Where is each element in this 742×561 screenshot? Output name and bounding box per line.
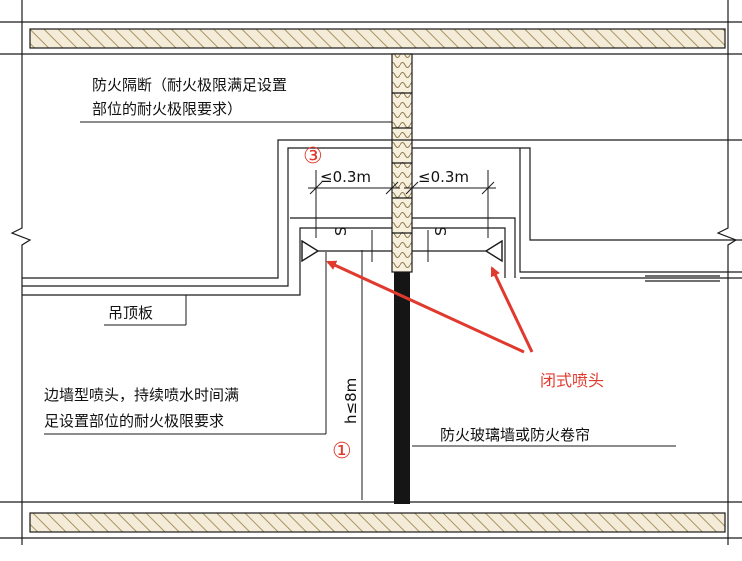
bottom-floor-slab <box>0 501 742 545</box>
dim-right-label: ≤0.3m <box>418 168 469 186</box>
fire-partition <box>391 53 413 273</box>
ceiling-box <box>22 139 742 296</box>
top-floor-slab <box>0 0 742 55</box>
sprinkler-label-1: 边墙型喷头，持续喷水时间满 <box>44 386 239 404</box>
s-right-label: S <box>432 226 450 236</box>
glass-wall-label: 防火玻璃墙或防火卷帘 <box>440 426 590 444</box>
sprinkler-head-right <box>412 239 503 263</box>
height-label: h≤8m <box>342 378 360 424</box>
sprinkler-label-2: 足设置部位的耐火极限要求 <box>44 412 224 430</box>
leader-lines <box>44 121 676 447</box>
sprinkler-head-left <box>301 239 392 263</box>
dim-left-label: ≤0.3m <box>320 168 371 186</box>
side-walls <box>10 54 738 502</box>
closed-head-label: 闭式喷头 <box>540 371 604 390</box>
dimension-lines <box>308 170 496 500</box>
fire-partition-label-2: 部位的耐火极限要求） <box>92 100 242 118</box>
ceiling-board-label: 吊顶板 <box>108 304 153 322</box>
marker-3: ③ <box>303 144 323 169</box>
marker-1: ① <box>332 439 352 464</box>
s-left-label: S <box>332 226 350 236</box>
fire-glass-wall <box>394 272 410 504</box>
closed-head-arrows <box>326 260 534 354</box>
fire-partition-label-1: 防火隔断（耐火极限满足设置 <box>92 76 287 94</box>
